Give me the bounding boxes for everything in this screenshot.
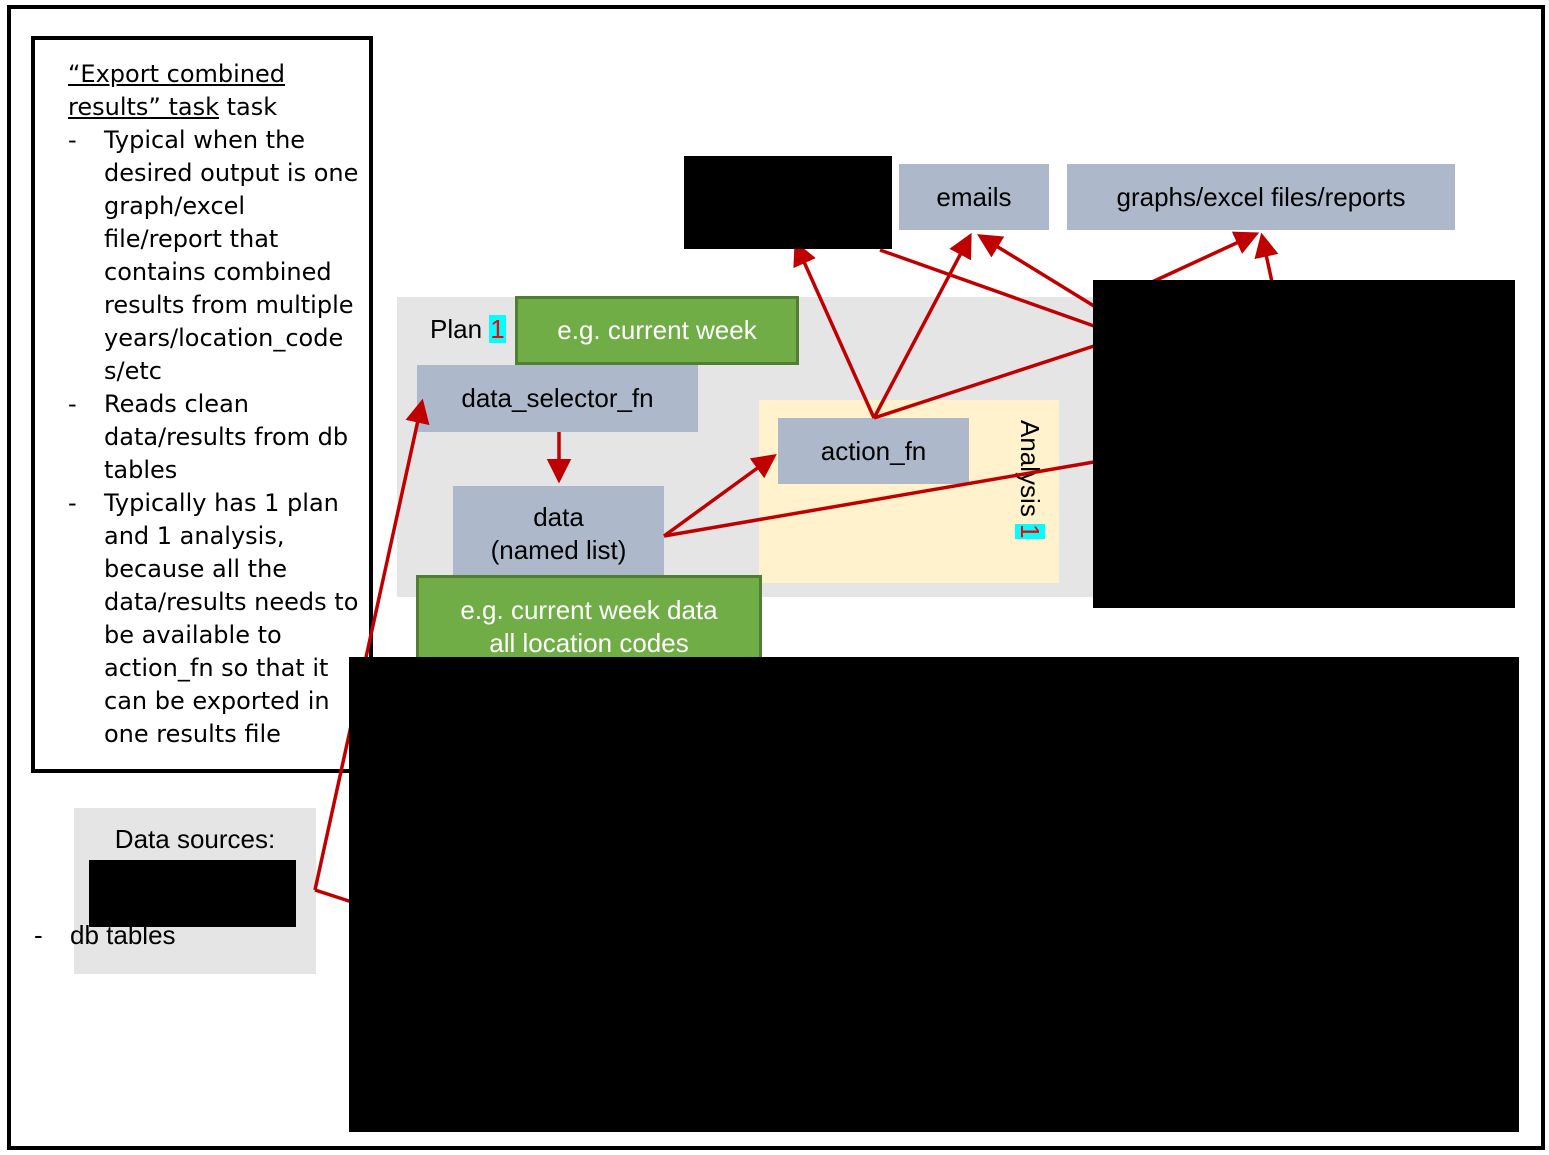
reports-label: graphs/excel files/reports <box>1116 181 1406 212</box>
task-title: “Export combined results” task task <box>68 58 285 124</box>
redacted-output-box <box>684 156 892 249</box>
emails-label: emails <box>936 181 1012 212</box>
action-fn-box: action_fn <box>778 418 969 484</box>
task-bullet-list: -Typical when the desired output is one … <box>68 124 368 751</box>
redacted-data-source-item <box>89 860 296 927</box>
bullet-text: Typical when the desired output is one g… <box>104 126 359 385</box>
arrow-right-to-reports <box>1151 231 1260 284</box>
diagram-frame <box>7 5 1545 1150</box>
arrow-right-to-emails <box>977 234 1095 308</box>
task-bullet-typical: -Typical when the desired output is one … <box>68 124 368 388</box>
data-sources-title: Data sources: <box>114 824 276 854</box>
emails-output-box: emails <box>899 164 1049 230</box>
data-label-line-1: data <box>533 502 584 532</box>
analysis-label: Analysis 1 <box>1015 420 1045 539</box>
analysis-number-marker: 1 <box>1015 524 1045 539</box>
plan-example-text: e.g. current week <box>557 315 757 345</box>
data-label-line-2: (named list) <box>490 535 627 565</box>
data-example-line-1: e.g. current week data <box>460 594 718 625</box>
task-bullet-reads: -Reads clean data/results from db tables <box>68 388 368 487</box>
plan-label: Plan 1 <box>430 312 506 346</box>
arrow-data-to-right <box>663 460 1095 538</box>
bullet-dash: - <box>68 489 77 517</box>
data-example-text: e.g. current week data all location code… <box>460 594 717 660</box>
bullet-text: Reads clean data/results from db tables <box>104 390 349 484</box>
bullet-text: Typically has 1 plan and 1 analysis, bec… <box>104 489 359 748</box>
data-example-line-2: all location codes <box>489 627 689 658</box>
action-fn-label: action_fn <box>820 435 927 466</box>
bullet-dash: - <box>68 126 77 154</box>
data-named-list-box: data (named list) <box>453 486 664 582</box>
data-selector-fn-box: data_selector_fn <box>417 365 698 432</box>
arrow-right-to-reports-vertical <box>1254 232 1279 283</box>
plan-label-text: Plan <box>430 314 483 344</box>
task-title-line-1: “Export combined <box>68 60 285 88</box>
plan-example-box: e.g. current week <box>515 296 799 365</box>
arrow-right-to-hidden-output <box>879 248 1095 328</box>
arrow-action-to-emails <box>872 232 972 419</box>
analysis-label-text: Analysis <box>1015 420 1045 517</box>
task-title-line-2: results” task <box>68 93 219 121</box>
arrow-source-to-selector <box>313 398 430 891</box>
reports-output-box: graphs/excel files/reports <box>1067 164 1455 230</box>
task-title-suffix: task <box>218 93 278 121</box>
arrow-action-to-hidden-output <box>793 240 876 419</box>
plan-number-marker: 1 <box>489 314 506 344</box>
redacted-right-region <box>1093 280 1515 608</box>
bullet-dash: - <box>68 390 77 418</box>
data-named-list-label: data (named list) <box>491 501 627 567</box>
redacted-bottom-region <box>349 657 1519 1132</box>
arrow-source-base <box>314 888 353 904</box>
task-description-box: “Export combined results” task task -Typ… <box>31 36 373 773</box>
data-selector-fn-label: data_selector_fn <box>461 383 654 413</box>
data-sources-dash: - <box>34 920 43 950</box>
arrow-action-to-right <box>873 344 1095 420</box>
arrow-data-to-action <box>662 453 777 538</box>
task-bullet-plan-analysis: -Typically has 1 plan and 1 analysis, be… <box>68 487 368 751</box>
